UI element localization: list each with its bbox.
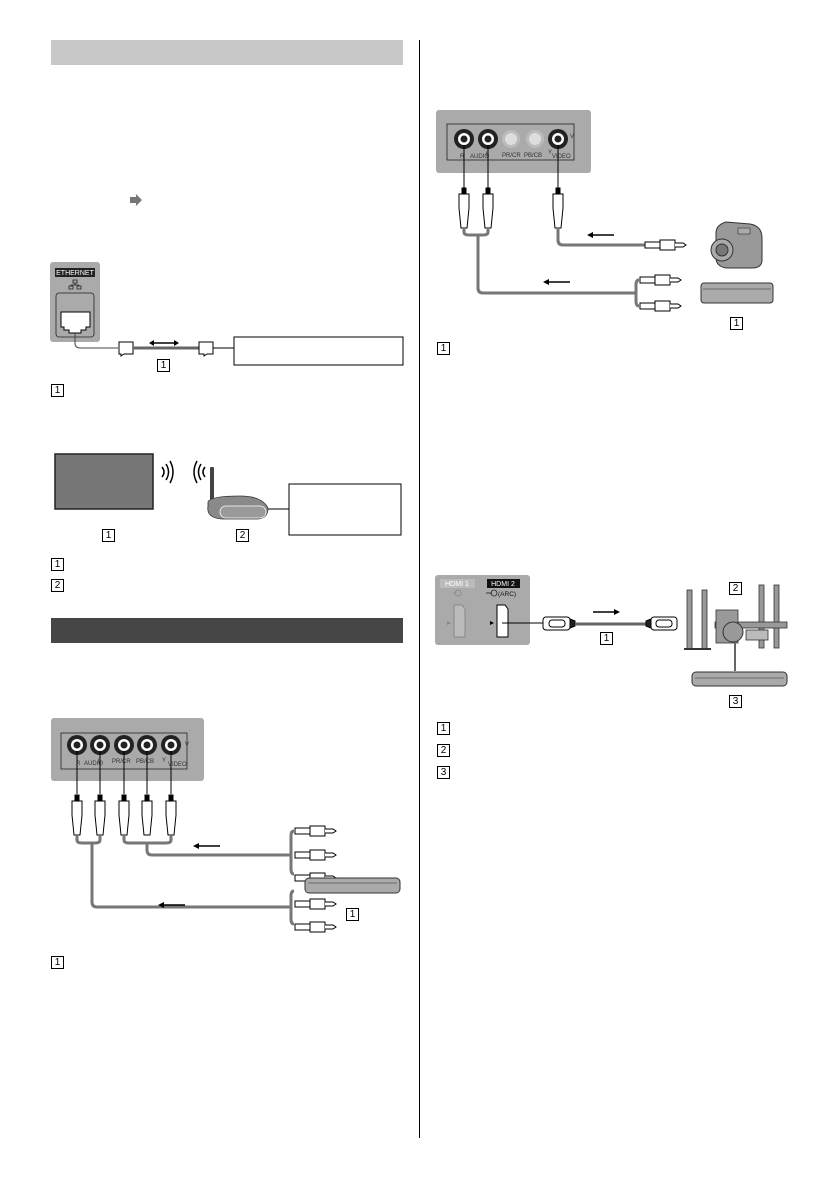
hdmi1-label: HDMI 1 [445,581,469,588]
ethernet-diagram: ETHERNET [50,262,404,366]
svg-text:AUDIO: AUDIO [84,761,103,767]
legend-marker: 1 [51,384,64,397]
svg-text:PB/CB: PB/CB [136,759,154,765]
network-device-box [233,336,404,366]
input-icon [453,589,498,597]
svg-text:R: R [76,761,81,767]
hdmi2-label: HDMI 2 [491,581,515,588]
hdmi-arc-diagram: HDMI 1 HDMI 2 (ARC) [435,575,788,687]
legend-marker: 2 [51,579,64,592]
section-header-av [51,618,403,643]
hdmi2-port [496,604,509,638]
legend-marker: 1 [437,342,450,355]
wifi-waves-icon [161,460,206,484]
callout-amplifier: 2 [729,582,742,595]
callout-router: 2 [236,529,249,542]
rca-plugs-device [294,825,337,933]
network-icon [68,279,82,290]
section-header-network [51,40,403,65]
legend-marker: 1 [51,956,64,969]
tv-screen [54,453,154,510]
svg-text:AUDIO: AUDIO [470,154,489,160]
svg-text:R: R [460,154,465,160]
internet-box [288,483,402,536]
hdmi-plug-left [542,616,576,631]
camcorder-icon [710,221,763,269]
av-jacks [67,735,181,755]
callout-player: 3 [729,695,742,708]
ethernet-port [60,311,91,334]
router-icon [207,467,269,520]
dvd-player-icon [304,877,401,894]
lan-plug-left [118,341,134,357]
rca-plugs-tv [71,794,177,836]
svg-text:Y: Y [162,758,166,764]
callout-cable: 1 [157,359,170,372]
signal-arrow-icon [593,609,620,615]
svg-text:PR/CR: PR/CR [112,759,131,765]
hdmi1-port [453,604,466,638]
set-top-box-icon [700,282,774,304]
callout-cable: 1 [600,632,613,645]
lan-plug-right [198,341,214,357]
svg-text:PR/CR: PR/CR [502,153,521,159]
signal-arrow-icon [543,232,614,285]
svg-text:Y: Y [548,150,552,156]
svg-text:V: V [185,742,189,748]
home-theater-icon [684,584,788,671]
hdmi-plug-right [645,616,678,631]
bidirectional-arrow-icon [149,340,179,346]
wireless-diagram [54,453,402,536]
legend-marker: 3 [437,766,450,779]
svg-text:V: V [570,134,574,140]
callout-device: 1 [730,317,743,330]
svg-text:VIDEO: VIDEO [168,762,187,768]
blu-ray-player-icon [691,671,788,687]
av-composite-diagram: R AUDIO L PR/CR PB/CB Y V VIDEO [436,110,774,312]
svg-text:VIDEO: VIDEO [552,154,571,160]
arrow-right-icon [130,194,142,206]
av-component-diagram: R AUDIO L PR/CR PB/CB Y V VIDEO [51,718,401,933]
column-divider [419,40,420,1138]
legend-marker: 2 [437,744,450,757]
svg-text:PB/CB: PB/CB [524,153,542,159]
legend-marker: 1 [51,558,64,571]
callout-device: 1 [346,908,359,921]
ethernet-port-label: ETHERNET [56,270,94,277]
callout-tv: 1 [102,529,115,542]
legend-marker: 1 [437,722,450,735]
arc-label: (ARC) [498,591,516,598]
signal-arrow-icon [158,843,220,908]
